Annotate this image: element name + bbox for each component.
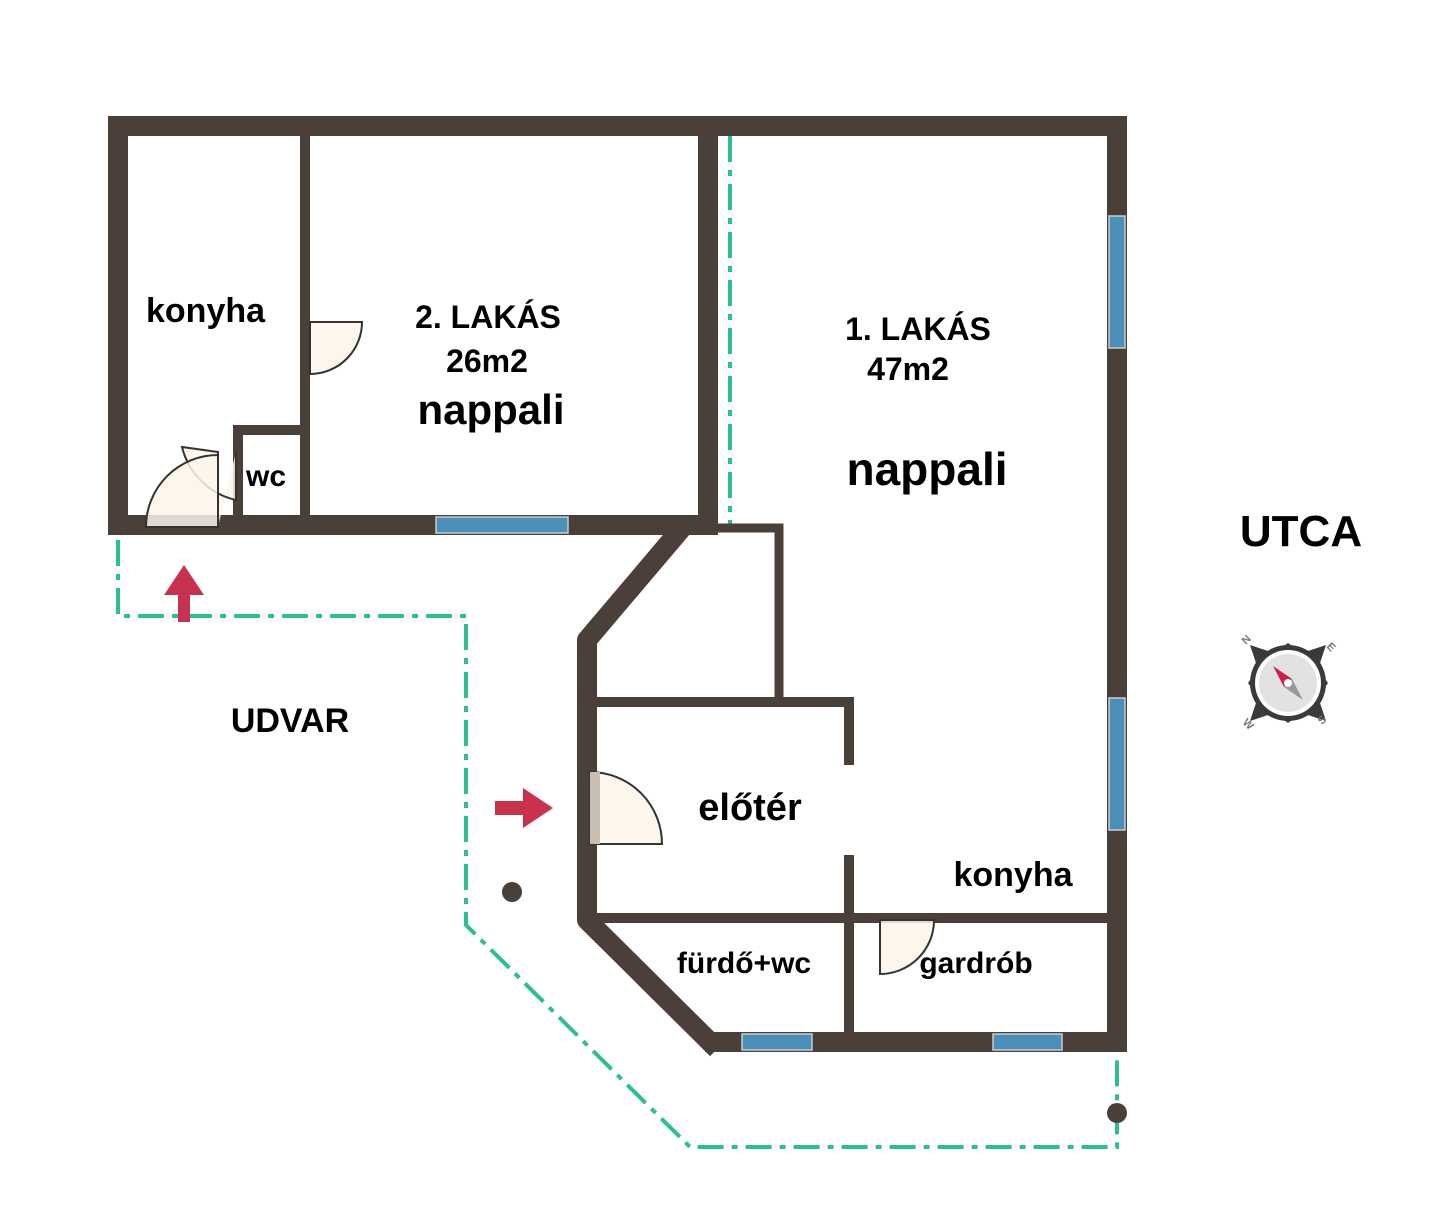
- door-leaf: [590, 772, 600, 844]
- compass-s: S: [1316, 713, 1330, 727]
- windows: [435, 215, 1126, 1051]
- compass-icon: N E S W: [1240, 633, 1338, 733]
- room-label-nappali-1: nappali: [846, 443, 1007, 495]
- apartment-1-area: 47m2: [867, 351, 949, 387]
- room-label-konyha-1: konyha: [953, 856, 1073, 894]
- arrow-up-icon: [164, 565, 204, 622]
- street-label: UTCA: [1240, 507, 1362, 556]
- entrance-arrows: [164, 565, 553, 828]
- window: [741, 1033, 813, 1051]
- apartment-1-title: 1. LAKÁS: [845, 311, 991, 347]
- apartment-2-area: 26m2: [446, 343, 528, 379]
- apartment-2-title: 2. LAKÁS: [415, 299, 561, 335]
- compass-n: N: [1240, 633, 1254, 647]
- room-label-gardrob: gardrób: [919, 947, 1032, 980]
- door: [144, 453, 219, 528]
- arrow-right-icon: [495, 788, 553, 828]
- property-boundary: [116, 136, 1127, 1149]
- yard-label: UDVAR: [231, 702, 349, 740]
- room-label-nappali-2: nappali: [417, 386, 564, 433]
- door: [589, 770, 664, 845]
- room-label-eloter: előtér: [698, 787, 802, 829]
- door: [879, 919, 935, 976]
- walls: [108, 116, 1127, 1057]
- door: [309, 321, 364, 376]
- window: [1108, 215, 1126, 349]
- marker-dot: [1107, 1103, 1127, 1123]
- window: [435, 516, 569, 534]
- room-label-wc: wc: [245, 460, 286, 493]
- compass-e: E: [1324, 641, 1338, 655]
- doors: [144, 321, 935, 976]
- room-label-konyha-2: konyha: [146, 292, 266, 330]
- window: [992, 1033, 1063, 1051]
- window: [1108, 697, 1126, 831]
- marker-dot: [502, 882, 522, 902]
- room-label-furdo: fürdő+wc: [677, 947, 811, 980]
